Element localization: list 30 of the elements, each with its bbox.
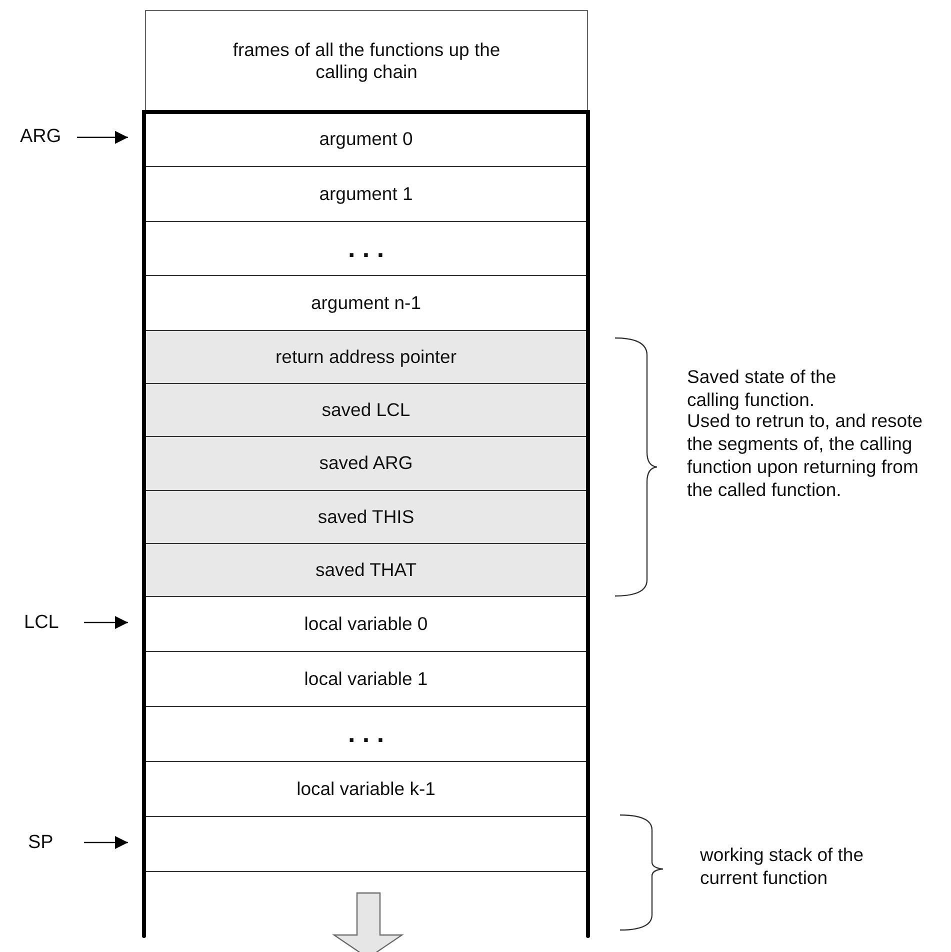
cell-label: argument n-1 <box>310 292 422 314</box>
cell-label: saved ARG <box>319 452 413 475</box>
bracket-note: Saved state of the calling function. <box>687 365 838 412</box>
pointer-arrow <box>77 130 128 144</box>
pointer-arrow <box>84 836 128 849</box>
cell-label: local variable k-1 <box>296 778 436 800</box>
pointer-arrow <box>84 616 128 629</box>
ellipsis: . . . <box>348 718 384 750</box>
stack-cell <box>144 384 588 438</box>
cell-label: frames of all the functions up the calling chain <box>232 38 502 84</box>
pointer-label: LCL <box>24 612 59 634</box>
cell-label: saved THIS <box>318 506 414 528</box>
stack-cell <box>144 331 588 384</box>
pointer-label: ARG <box>20 126 62 148</box>
cell-label: argument 0 <box>319 128 413 150</box>
ellipsis: . . . <box>348 232 384 264</box>
cell-label: saved LCL <box>322 399 410 422</box>
stack-cell <box>144 437 588 491</box>
stack-cell <box>144 544 588 597</box>
cell-label: argument 1 <box>319 182 413 205</box>
bracket-note: Used to retrun to, and resote the segments of, the calling function upon returning from the called function. <box>687 410 924 502</box>
pointer-label: SP <box>28 832 54 854</box>
stack-cell <box>144 490 588 544</box>
cell-label: local variable 0 <box>304 612 428 636</box>
frame-box <box>145 10 588 112</box>
bracket-note: working stack of the current function <box>700 843 864 890</box>
cell-label: local variable 1 <box>304 668 428 690</box>
stack-cell <box>144 222 588 276</box>
cell-label: return address pointer <box>276 346 456 368</box>
cell-label: saved THAT <box>315 558 417 581</box>
